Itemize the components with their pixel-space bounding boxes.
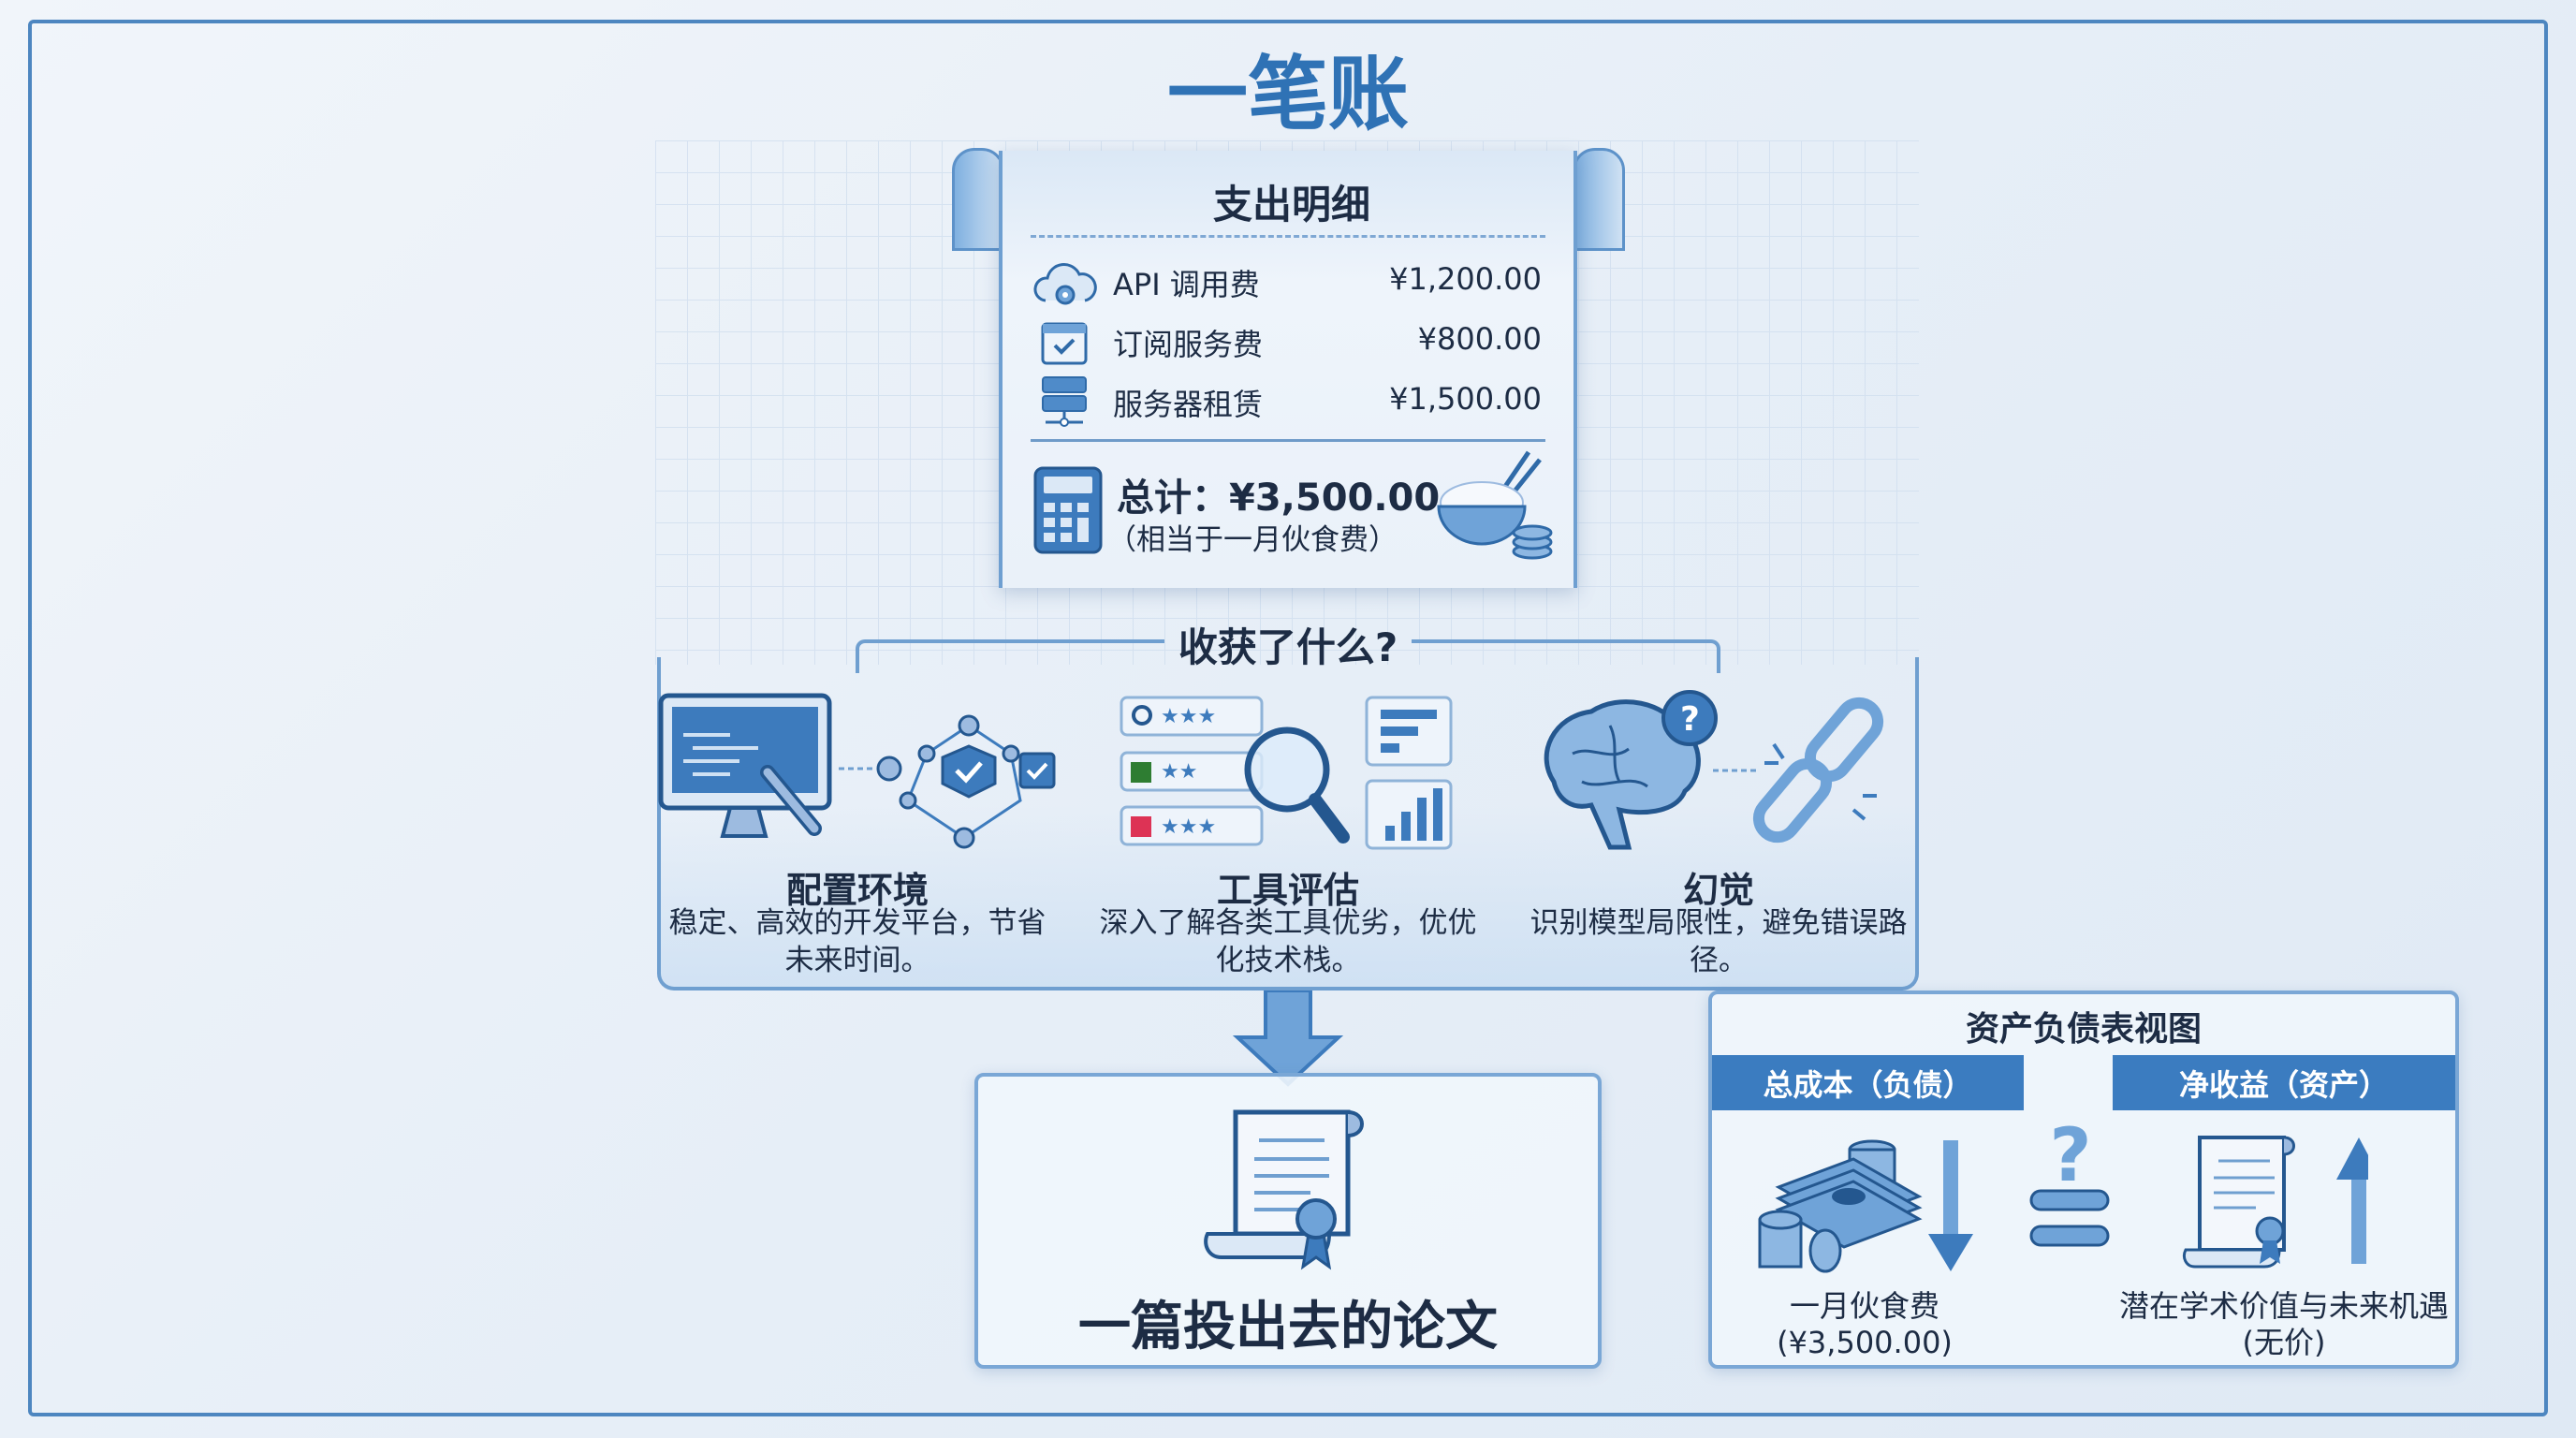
svg-text:?: ? <box>1680 700 1700 739</box>
tool-rating-magnifier-icon: ★★★★★★★★ <box>1120 696 1453 850</box>
gain-title: 工具评估 <box>1216 870 1360 911</box>
asset-label: 潜在学术价值与未来机遇 <box>2118 1288 2450 1324</box>
paper-certificate-icon <box>1204 1109 1364 1270</box>
liability-value: (¥3,500.00) <box>1777 1325 1953 1360</box>
calendar-check-icon <box>1041 322 1088 365</box>
svg-text:★★★: ★★★ <box>1161 815 1216 839</box>
certificate-up-arrow-icon <box>2182 1136 2368 1269</box>
server-icon <box>1042 376 1087 427</box>
expense-label: 订阅服务费 <box>1113 327 1264 362</box>
comparison-question-mark: ? <box>2049 1114 2092 1198</box>
receipt-heading: 支出明细 <box>1212 182 1371 227</box>
brain-broken-chain-icon: ? <box>1544 690 1884 850</box>
gain-desc: 稳定、高效的开发平台，节省未来时间。 <box>668 906 1046 977</box>
paper-label: 一篇投出去的论文 <box>1078 1297 1498 1357</box>
expense-amount: ¥1,500.00 <box>1389 381 1542 417</box>
bracket-right <box>1412 639 1720 673</box>
monitor-wrench-network-icon <box>658 693 1056 849</box>
gain-desc: 深入了解各类工具优劣，优优化技术栈。 <box>1099 906 1477 977</box>
total-amount: 总计：¥3,500.00 <box>1117 477 1441 520</box>
equals-icon <box>2029 1189 2110 1247</box>
rice-bowl-icon <box>1437 450 1553 560</box>
calculator-icon <box>1033 466 1103 554</box>
expense-amount: ¥1,200.00 <box>1389 261 1542 297</box>
asset-value: (无价) <box>2242 1325 2326 1360</box>
receipt-curl-right <box>1573 148 1625 251</box>
page-title: 一笔账 <box>1167 48 1409 141</box>
outer-frame <box>28 20 2548 1416</box>
total-note: （相当于一月伙食费） <box>1107 523 1398 557</box>
svg-text:★★: ★★ <box>1161 760 1197 784</box>
cloud-gear-icon <box>1033 263 1097 305</box>
gain-title: 幻觉 <box>1682 870 1755 911</box>
down-arrow-icon <box>1232 990 1344 1087</box>
gain-title: 配置环境 <box>785 870 929 911</box>
balance-heading: 资产负债表视图 <box>1965 1010 2203 1049</box>
expense-label: API 调用费 <box>1113 267 1260 302</box>
liability-label: 一月伙食费 <box>1789 1288 1940 1324</box>
dashed-divider <box>1031 235 1545 238</box>
receipt-curl-left <box>952 148 1004 251</box>
bracket-left <box>856 639 1164 673</box>
svg-text:★★★: ★★★ <box>1161 705 1216 728</box>
liability-header: 总成本（负债） <box>1712 1055 2024 1110</box>
money-stack-icon <box>1758 1139 1973 1273</box>
expense-receipt: 支出明细 API 调用费 ¥1,200.00 订阅服务费 ¥800.00 服务器… <box>999 151 1577 588</box>
expense-amount: ¥800.00 <box>1417 321 1542 357</box>
asset-header: 净收益（资产） <box>2113 1055 2455 1110</box>
expense-label: 服务器租赁 <box>1113 387 1264 422</box>
total-divider <box>1031 439 1545 442</box>
gain-desc: 识别模型局限性，避免错误路径。 <box>1530 906 1908 977</box>
